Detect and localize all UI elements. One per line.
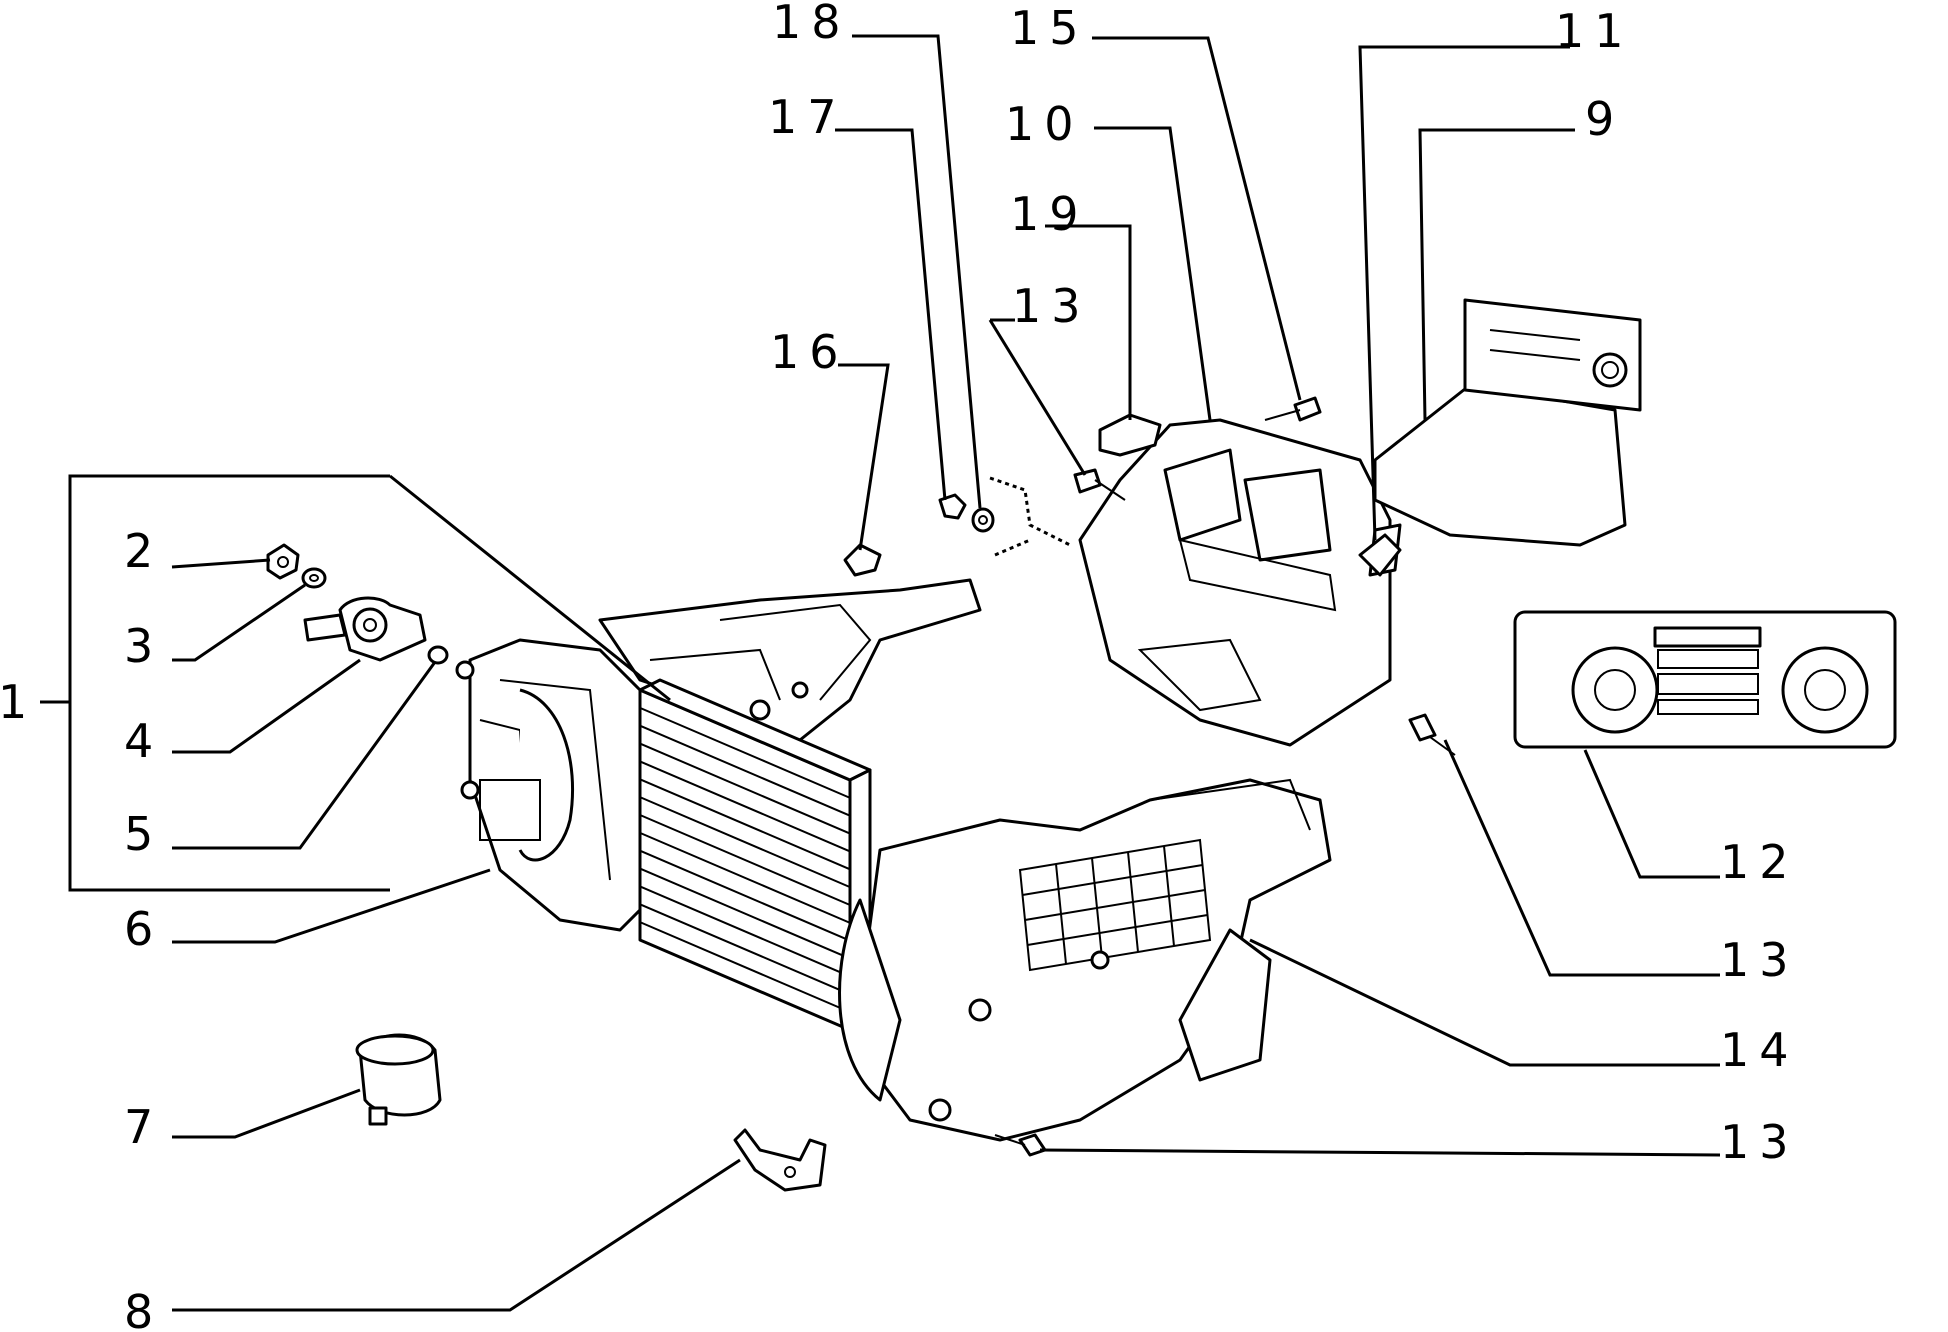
part-main-lower-housing (838, 778, 1332, 1142)
callout-4: 4 (124, 714, 163, 768)
part-heater-core (638, 678, 872, 1032)
part-o-ring (427, 645, 449, 665)
callout-16: 16 (770, 325, 849, 379)
part-washer-small (971, 507, 995, 533)
callout-14: 14 (1720, 1023, 1799, 1077)
callout-12: 12 (1720, 835, 1799, 889)
part-clip-nut (938, 493, 967, 520)
callout-13-lower: 13 (1720, 1115, 1799, 1169)
callout-18: 18 (772, 0, 851, 49)
part-bracket (733, 1128, 827, 1192)
callout-17: 17 (768, 90, 847, 144)
callout-15: 15 (1010, 1, 1089, 55)
callout-10: 10 (1005, 97, 1084, 151)
callout-11: 11 (1555, 4, 1634, 58)
callout-9: 9 (1585, 92, 1624, 146)
callout-3: 3 (124, 619, 163, 673)
part-heater-housing-left (455, 638, 652, 932)
callout-1: 1 (0, 675, 37, 729)
part-clip (843, 543, 882, 577)
part-control-housing (1373, 298, 1642, 547)
callout-7: 7 (124, 1100, 163, 1154)
part-screw-upper (1073, 468, 1126, 501)
callout-numbers: 1 2 3 4 5 6 7 8 9 10 11 12 13 13 13 14 1… (0, 0, 1799, 1332)
callout-19: 19 (1010, 187, 1089, 241)
part-screw-top (1264, 396, 1322, 422)
leader-lines (40, 34, 1721, 1312)
callout-8: 8 (124, 1285, 163, 1332)
part-screw-lower (994, 1133, 1047, 1157)
part-valve (303, 596, 427, 662)
callout-5: 5 (124, 807, 163, 861)
callout-13-right: 13 (1720, 933, 1799, 987)
part-blower-motor (355, 1033, 442, 1126)
callout-2: 2 (124, 524, 163, 578)
part-bracket-right (1358, 533, 1402, 577)
part-console-duct (1078, 418, 1402, 747)
callout-6: 6 (124, 902, 163, 956)
part-control-panel (1513, 610, 1897, 749)
part-washer (301, 567, 327, 589)
callout-13-upper: 13 (1012, 279, 1091, 333)
part-nut (266, 543, 300, 580)
